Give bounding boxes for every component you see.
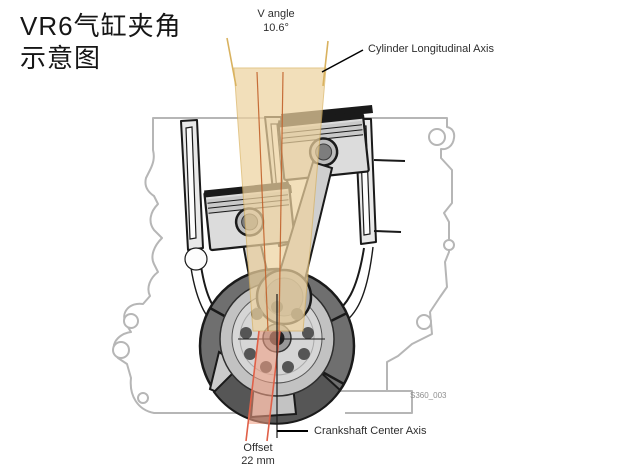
page-title-line1: VR6气缸夹角 [20, 11, 182, 41]
v-angle-text: V angle [257, 8, 295, 20]
engine-block-outline [112, 117, 456, 414]
cylinder-axis-band [226, 37, 329, 332]
bolt-hole-icon [416, 314, 432, 330]
figure-code: S360_003 [410, 391, 447, 400]
bolt-hole-icon [137, 392, 149, 404]
bolt-hole-icon [112, 341, 130, 359]
v-angle-value: 10.6° [263, 22, 289, 34]
v-angle-label: V angle 10.6° [238, 7, 314, 35]
bolt-hole-icon [428, 128, 446, 146]
offset-value: 22 mm [241, 455, 275, 465]
left-cylinder-wall [180, 119, 208, 271]
bolt-hole-icon [123, 313, 139, 329]
bolt-hole-icon [443, 239, 455, 251]
crankshaft-axis-label: Crankshaft Center Axis [314, 425, 427, 437]
page-title-line2: 示意图 [20, 43, 102, 73]
offset-label: Offset 22 mm [228, 442, 288, 465]
left-cylinder-axis-line [256, 71, 269, 332]
offset-band [245, 330, 281, 442]
offset-text: Offset [243, 442, 273, 454]
page-title: VR6气缸夹角 示意图 [20, 10, 182, 74]
cylinder-axis-label: Cylinder Longitudinal Axis [368, 43, 494, 55]
right-cylinder-axis-line [278, 71, 284, 332]
cylinder-axis-callout-line [321, 49, 364, 73]
